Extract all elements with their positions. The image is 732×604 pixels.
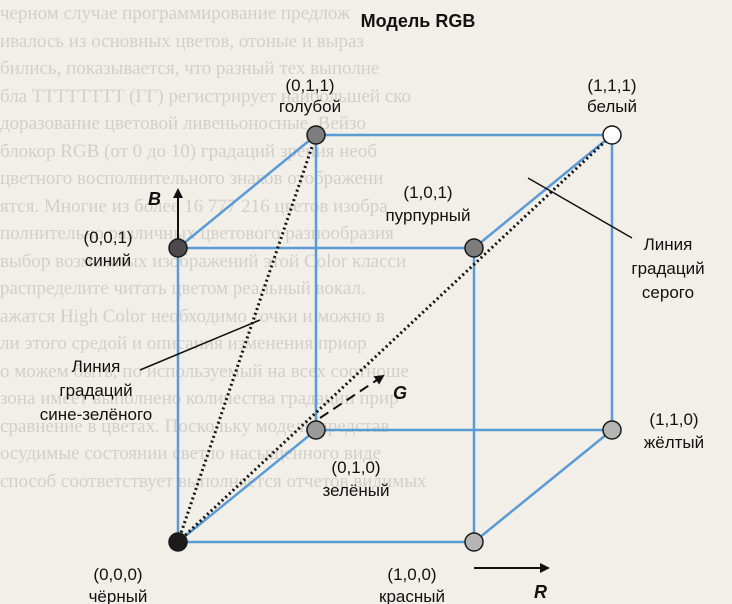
yellow-name: жёлтый (644, 433, 704, 452)
gray-line-label-3: серого (642, 283, 694, 302)
vertex-yellow (602, 420, 622, 440)
black-name: чёрный (89, 587, 148, 604)
vertex-red (464, 532, 484, 552)
white-name: белый (587, 97, 637, 116)
r-axis-label: R (534, 582, 547, 602)
edge-red-yellow (473, 429, 613, 543)
green-coord: (0,1,0) (331, 458, 380, 477)
green-name: зелёный (323, 481, 390, 500)
g-axis-arrow (319, 374, 385, 419)
blue-green-line-label-1: Линия (72, 357, 121, 376)
blue-green-line-leader (139, 319, 261, 371)
vertex-green (306, 420, 326, 440)
yellow-coord: (1,1,0) (649, 410, 698, 429)
vertex-cyan (306, 125, 326, 145)
vertices (168, 125, 622, 552)
cube-edges (176, 133, 614, 544)
red-coord: (1,0,0) (387, 565, 436, 584)
vertex-white (602, 125, 622, 145)
blue-green-line-label-3: сине-зелёного (40, 405, 153, 424)
magenta-name: пурпурный (385, 206, 470, 225)
red-name: красный (379, 587, 445, 604)
gray-gradation-line (176, 133, 614, 544)
diagram-title: Модель RGB (361, 11, 476, 31)
edge-magenta-white (473, 134, 613, 249)
blue-green-gradation-line (176, 134, 318, 543)
g-axis-label: G (393, 383, 407, 403)
edge-blue-cyan (177, 134, 317, 249)
gray-line-leader (527, 177, 633, 239)
edge-black-green (177, 429, 317, 543)
blue-coord: (0,0,1) (83, 228, 132, 247)
vertex-black (168, 532, 188, 552)
blue-green-line-label-2: градаций (59, 381, 132, 400)
cyan-coord: (0,1,1) (285, 76, 334, 95)
blue-name: синий (85, 251, 131, 270)
vertex-magenta (464, 238, 484, 258)
white-coord: (1,1,1) (587, 76, 636, 95)
b-axis-label: B (148, 189, 161, 209)
gray-line-label-2: градаций (631, 259, 704, 278)
magenta-coord: (1,0,1) (403, 183, 452, 202)
cyan-name: голубой (279, 97, 341, 116)
vertex-blue (168, 238, 188, 258)
black-coord: (0,0,0) (93, 565, 142, 584)
gray-line-label-1: Линия (644, 235, 693, 254)
